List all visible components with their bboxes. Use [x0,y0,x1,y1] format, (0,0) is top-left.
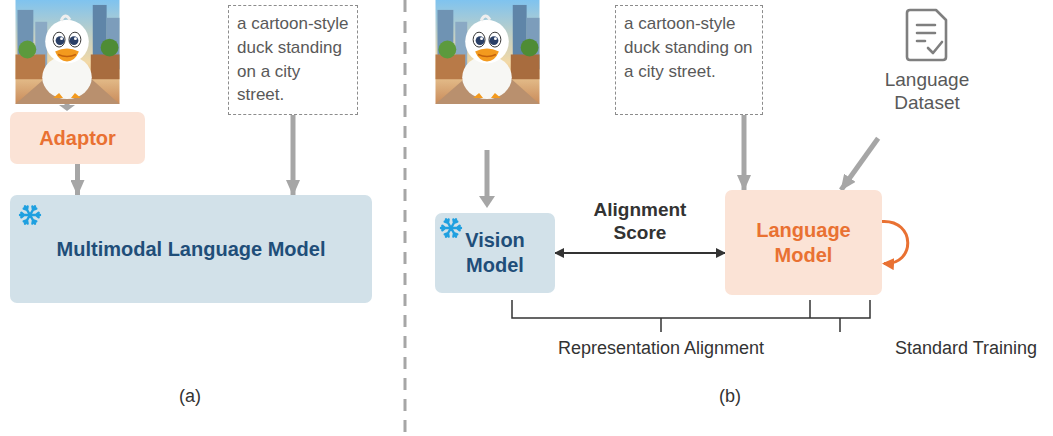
panel-label: (a) [179,386,201,407]
dataset-icon-node: Language Dataset [872,5,982,135]
flow-arrow [291,115,296,195]
node-text: Multimodal Language Model [57,237,326,262]
node-text: Adaptor [39,126,116,151]
node-text: a cartoon-style duck standing on a city … [237,12,349,107]
snowflake-icon [439,216,463,240]
caption-box: a cartoon-style duck standing on a city … [615,5,763,115]
node-text: a cartoon-style duck standing on a city … [624,12,754,83]
node-text: Language Model [725,218,882,268]
frozen-model-box: Vision Model [435,213,555,293]
adaptor-box: Adaptor [10,112,145,164]
document-icon [904,7,950,63]
edge-label: Alignment Score [583,199,697,245]
bracket-label: Representation Alignment [558,338,764,359]
training-loop-arrow [882,221,908,263]
flow-arrow [75,164,80,195]
bracket-label: Standard Training [895,338,1037,359]
panel-label: (b) [719,386,741,407]
snowflake-icon [18,203,42,227]
flow-arrow [555,252,725,254]
flow-arrow [841,138,878,190]
flow-arrow [742,115,747,190]
caption-box: a cartoon-style duck standing on a city … [228,5,358,115]
frozen-model-box: Multimodal Language Model [10,195,372,303]
trainable-model-box: Language Model [725,190,882,295]
node-text: Vision Model [435,228,555,278]
node-text: Language Dataset [872,69,982,115]
